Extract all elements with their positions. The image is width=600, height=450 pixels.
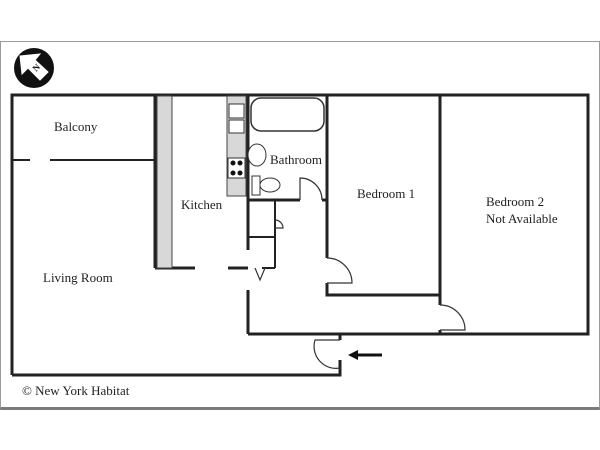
walls [10, 93, 590, 377]
room-label-bedroom2: Bedroom 2 [486, 194, 545, 209]
bathtub-icon [250, 97, 325, 132]
dishrack-icon [228, 103, 245, 119]
entrance-door-icon [313, 339, 341, 369]
kitchen-wall-strip [156, 95, 173, 269]
stove-icon [227, 157, 246, 179]
bedroom1-door-icon [326, 257, 353, 284]
bedroom2-door-icon [439, 304, 466, 331]
room-label-balcony: Balcony [54, 119, 98, 134]
bathroom-sink-icon [247, 143, 267, 167]
closet2-door-icon [254, 267, 266, 282]
room-label-bedroom1: Bedroom 1 [357, 186, 416, 201]
copyright-text: © New York Habitat [22, 383, 130, 398]
north-compass-icon: N [14, 48, 54, 88]
room-label-living-room: Living Room [43, 270, 113, 285]
bathroom-door-icon [299, 177, 323, 201]
doors [254, 177, 466, 369]
entrance-arrow-icon [348, 350, 382, 360]
toilet-icon [251, 175, 281, 196]
kitchen-sink-icon [228, 119, 245, 134]
bedroom2-status: Not Available [486, 211, 558, 226]
room-label-bathroom: Bathroom [270, 152, 322, 167]
room-label-kitchen: Kitchen [181, 197, 223, 212]
closet-door-icon [274, 219, 284, 229]
